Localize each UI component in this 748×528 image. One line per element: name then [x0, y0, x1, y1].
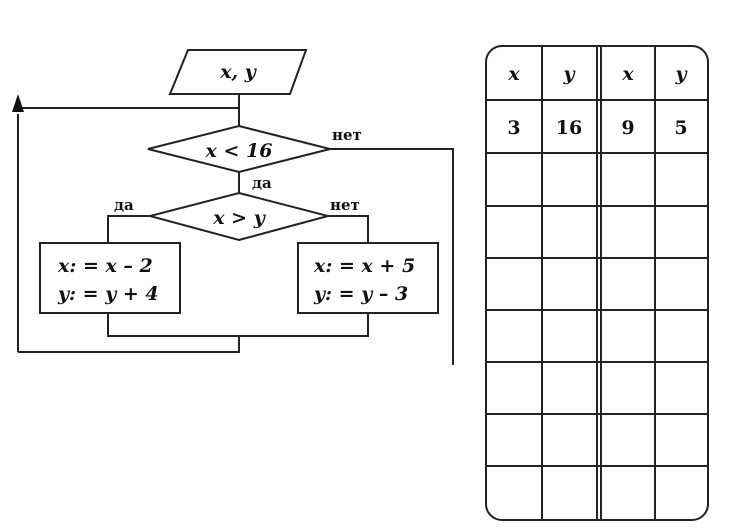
- branch-yes-line: [107, 215, 150, 243]
- trace-table: x y x y 3 16 9 5: [485, 45, 709, 521]
- table-header: y: [562, 63, 576, 85]
- table-cell: 5: [674, 117, 687, 139]
- left-block-line1: x: = x – 2: [57, 255, 153, 277]
- process-block-right: [297, 242, 439, 314]
- label-yes-2: да: [114, 196, 134, 214]
- label-no-1: нет: [332, 126, 362, 144]
- table-header: y: [674, 63, 688, 85]
- input-block: [168, 49, 308, 95]
- right-block-line1: x: = x + 5: [313, 255, 415, 277]
- table-cell: 16: [556, 117, 582, 139]
- branch-no-line: [328, 215, 369, 243]
- process-block-left: [39, 242, 181, 314]
- table-header: x: [621, 63, 634, 85]
- left-block-line2: y: = y + 4: [57, 283, 159, 305]
- label-no-2: нет: [330, 196, 360, 214]
- condition-1-text: x < 16: [205, 140, 273, 162]
- table-header: x: [507, 63, 520, 85]
- table-cell: 9: [621, 117, 634, 139]
- condition-2-text: x > y: [212, 207, 266, 229]
- label-yes-1: да: [252, 174, 272, 192]
- exit-line-no: [330, 148, 454, 365]
- table-cell: 3: [507, 117, 520, 139]
- condition-diamond-2: [146, 191, 332, 242]
- join-line: [107, 313, 369, 337]
- input-text: x, y: [219, 61, 258, 83]
- right-block-line2: y: = y – 3: [313, 283, 408, 305]
- loop-line-bottom: [18, 336, 240, 353]
- arrow-up-icon: [12, 94, 24, 112]
- flowchart: x, y x < 16 нет да x > y да нет x: = x –…: [12, 49, 454, 365]
